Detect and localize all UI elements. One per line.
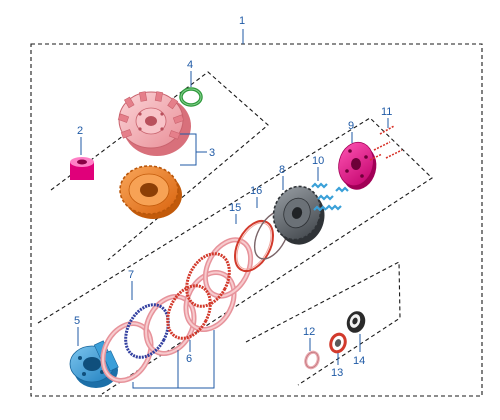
- bolt-icon: [369, 125, 403, 161]
- callout-12: 12: [303, 326, 315, 338]
- callout-4: 4: [187, 59, 193, 71]
- clutch-spring-icon: [311, 182, 349, 212]
- callout-13: 13: [331, 367, 343, 379]
- leader-3: [180, 133, 197, 166]
- clutch-plate-icon: [202, 237, 254, 299]
- clutch-center-hub-icon: [69, 340, 119, 388]
- callout-3: 3: [209, 147, 215, 159]
- clutch-plate-icon: [100, 321, 154, 383]
- callout-9: 9: [348, 120, 354, 132]
- callout-14: 14: [353, 355, 365, 367]
- washer-icon: [304, 350, 320, 370]
- callout-11: 11: [381, 106, 392, 118]
- leader-6: [132, 330, 215, 389]
- thrust-washer-icon: [179, 87, 203, 107]
- clutch-plate-icon: [183, 270, 237, 332]
- callout-8: 8: [279, 164, 285, 176]
- callout-7: 7: [128, 269, 134, 281]
- pressure-plate-icon: [272, 185, 325, 245]
- clutch-plate-icon: [185, 252, 231, 308]
- callout-2: 2: [77, 125, 83, 137]
- bushing-icon: [70, 157, 94, 180]
- primary-driven-gear-icon: [119, 165, 182, 219]
- o-ring-icon: [329, 332, 347, 354]
- assembly-boundary: [30, 43, 483, 397]
- oil-seal-icon: [346, 311, 366, 333]
- sub-boundary-plates: [37, 117, 433, 395]
- callout-5: 5: [74, 315, 80, 327]
- clutch-plate-icon: [166, 284, 212, 340]
- sub-boundary-seals: [245, 261, 401, 386]
- lifter-plate-icon: [338, 141, 377, 190]
- callout-16: 16: [250, 185, 262, 197]
- clutch-plate-icon: [124, 303, 170, 359]
- callout-1: 1: [239, 15, 245, 27]
- callout-10: 10: [312, 155, 324, 167]
- clutch-plate-icon: [234, 220, 274, 272]
- callout-15: 15: [229, 202, 241, 214]
- callout-6: 6: [186, 353, 192, 365]
- clutch-outer-housing-icon: [117, 91, 191, 156]
